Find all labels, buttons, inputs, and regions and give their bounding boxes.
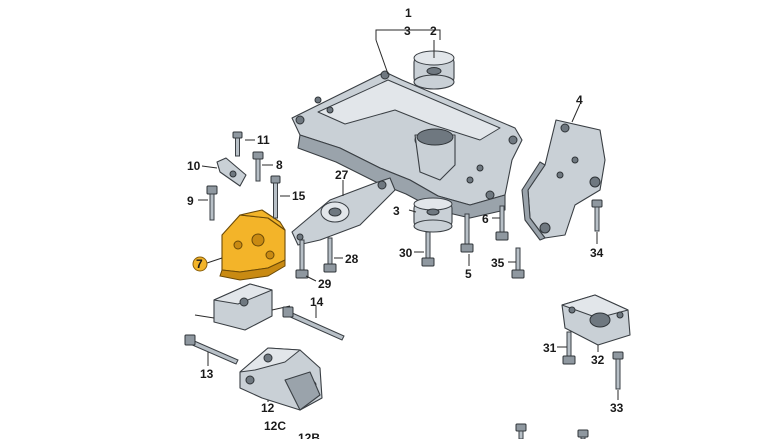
label-7: 7 xyxy=(196,257,203,271)
label-29: 29 xyxy=(318,277,332,291)
bolt-29[interactable] xyxy=(295,239,309,279)
label-2: 2 xyxy=(430,24,437,38)
label-35: 35 xyxy=(491,256,505,270)
label-31: 31 xyxy=(543,341,557,355)
bolt-8[interactable] xyxy=(252,151,264,182)
bolt-31[interactable] xyxy=(562,331,576,365)
mount-bracket-part[interactable] xyxy=(194,283,291,331)
label-3-top: 3 xyxy=(404,24,411,38)
bolt-30[interactable] xyxy=(421,231,435,267)
bolt-11[interactable] xyxy=(232,131,243,157)
subframe-part[interactable] xyxy=(291,70,523,219)
engine-mount-part-7-highlighted[interactable] xyxy=(219,209,286,281)
label-6: 6 xyxy=(482,212,489,226)
label-27: 27 xyxy=(335,168,349,182)
bolt-15[interactable] xyxy=(270,175,281,219)
label-12c: 12C xyxy=(264,419,286,433)
bolt-12b[interactable] xyxy=(515,423,527,439)
bracket-part-32[interactable] xyxy=(561,294,631,346)
label-12: 12 xyxy=(261,401,275,415)
part-labels: 1 3 2 4 11 10 8 27 9 15 3 6 7 30 28 34 3… xyxy=(187,6,624,439)
gearbox-mount-part-12[interactable] xyxy=(239,347,323,411)
highlight-badge xyxy=(192,256,208,272)
label-5: 5 xyxy=(465,267,472,281)
link-arm-part-27[interactable] xyxy=(291,177,396,246)
bolt-12c[interactable] xyxy=(577,429,589,439)
label-9: 9 xyxy=(187,194,194,208)
bolt-14[interactable] xyxy=(282,306,345,341)
label-14: 14 xyxy=(310,295,324,309)
label-1: 1 xyxy=(405,6,412,20)
bolt-5[interactable] xyxy=(460,213,474,253)
bolt-13[interactable] xyxy=(184,334,239,365)
label-32: 32 xyxy=(591,353,605,367)
label-8: 8 xyxy=(276,158,283,172)
bushing-part-3[interactable] xyxy=(413,197,453,233)
bolt-28[interactable] xyxy=(323,237,337,273)
label-28: 28 xyxy=(345,252,359,266)
label-11: 11 xyxy=(257,133,270,147)
label-10: 10 xyxy=(187,159,201,173)
bolt-35[interactable] xyxy=(511,247,525,279)
label-13: 13 xyxy=(200,367,214,381)
label-3-lower: 3 xyxy=(393,204,400,218)
bolt-33[interactable] xyxy=(612,351,624,390)
bracket-part-10[interactable] xyxy=(216,157,247,187)
label-33: 33 xyxy=(610,401,624,415)
label-15: 15 xyxy=(292,189,306,203)
bolt-6[interactable] xyxy=(495,205,509,241)
bolt-9[interactable] xyxy=(206,185,218,221)
label-34: 34 xyxy=(590,246,604,260)
bushing-part-2[interactable] xyxy=(413,50,455,90)
label-12b: 12B xyxy=(298,431,320,439)
bracket-part-4[interactable] xyxy=(521,119,606,241)
leader-lines xyxy=(198,29,619,402)
label-4: 4 xyxy=(576,93,583,107)
label-30: 30 xyxy=(399,246,413,260)
bolt-34[interactable] xyxy=(591,199,603,232)
